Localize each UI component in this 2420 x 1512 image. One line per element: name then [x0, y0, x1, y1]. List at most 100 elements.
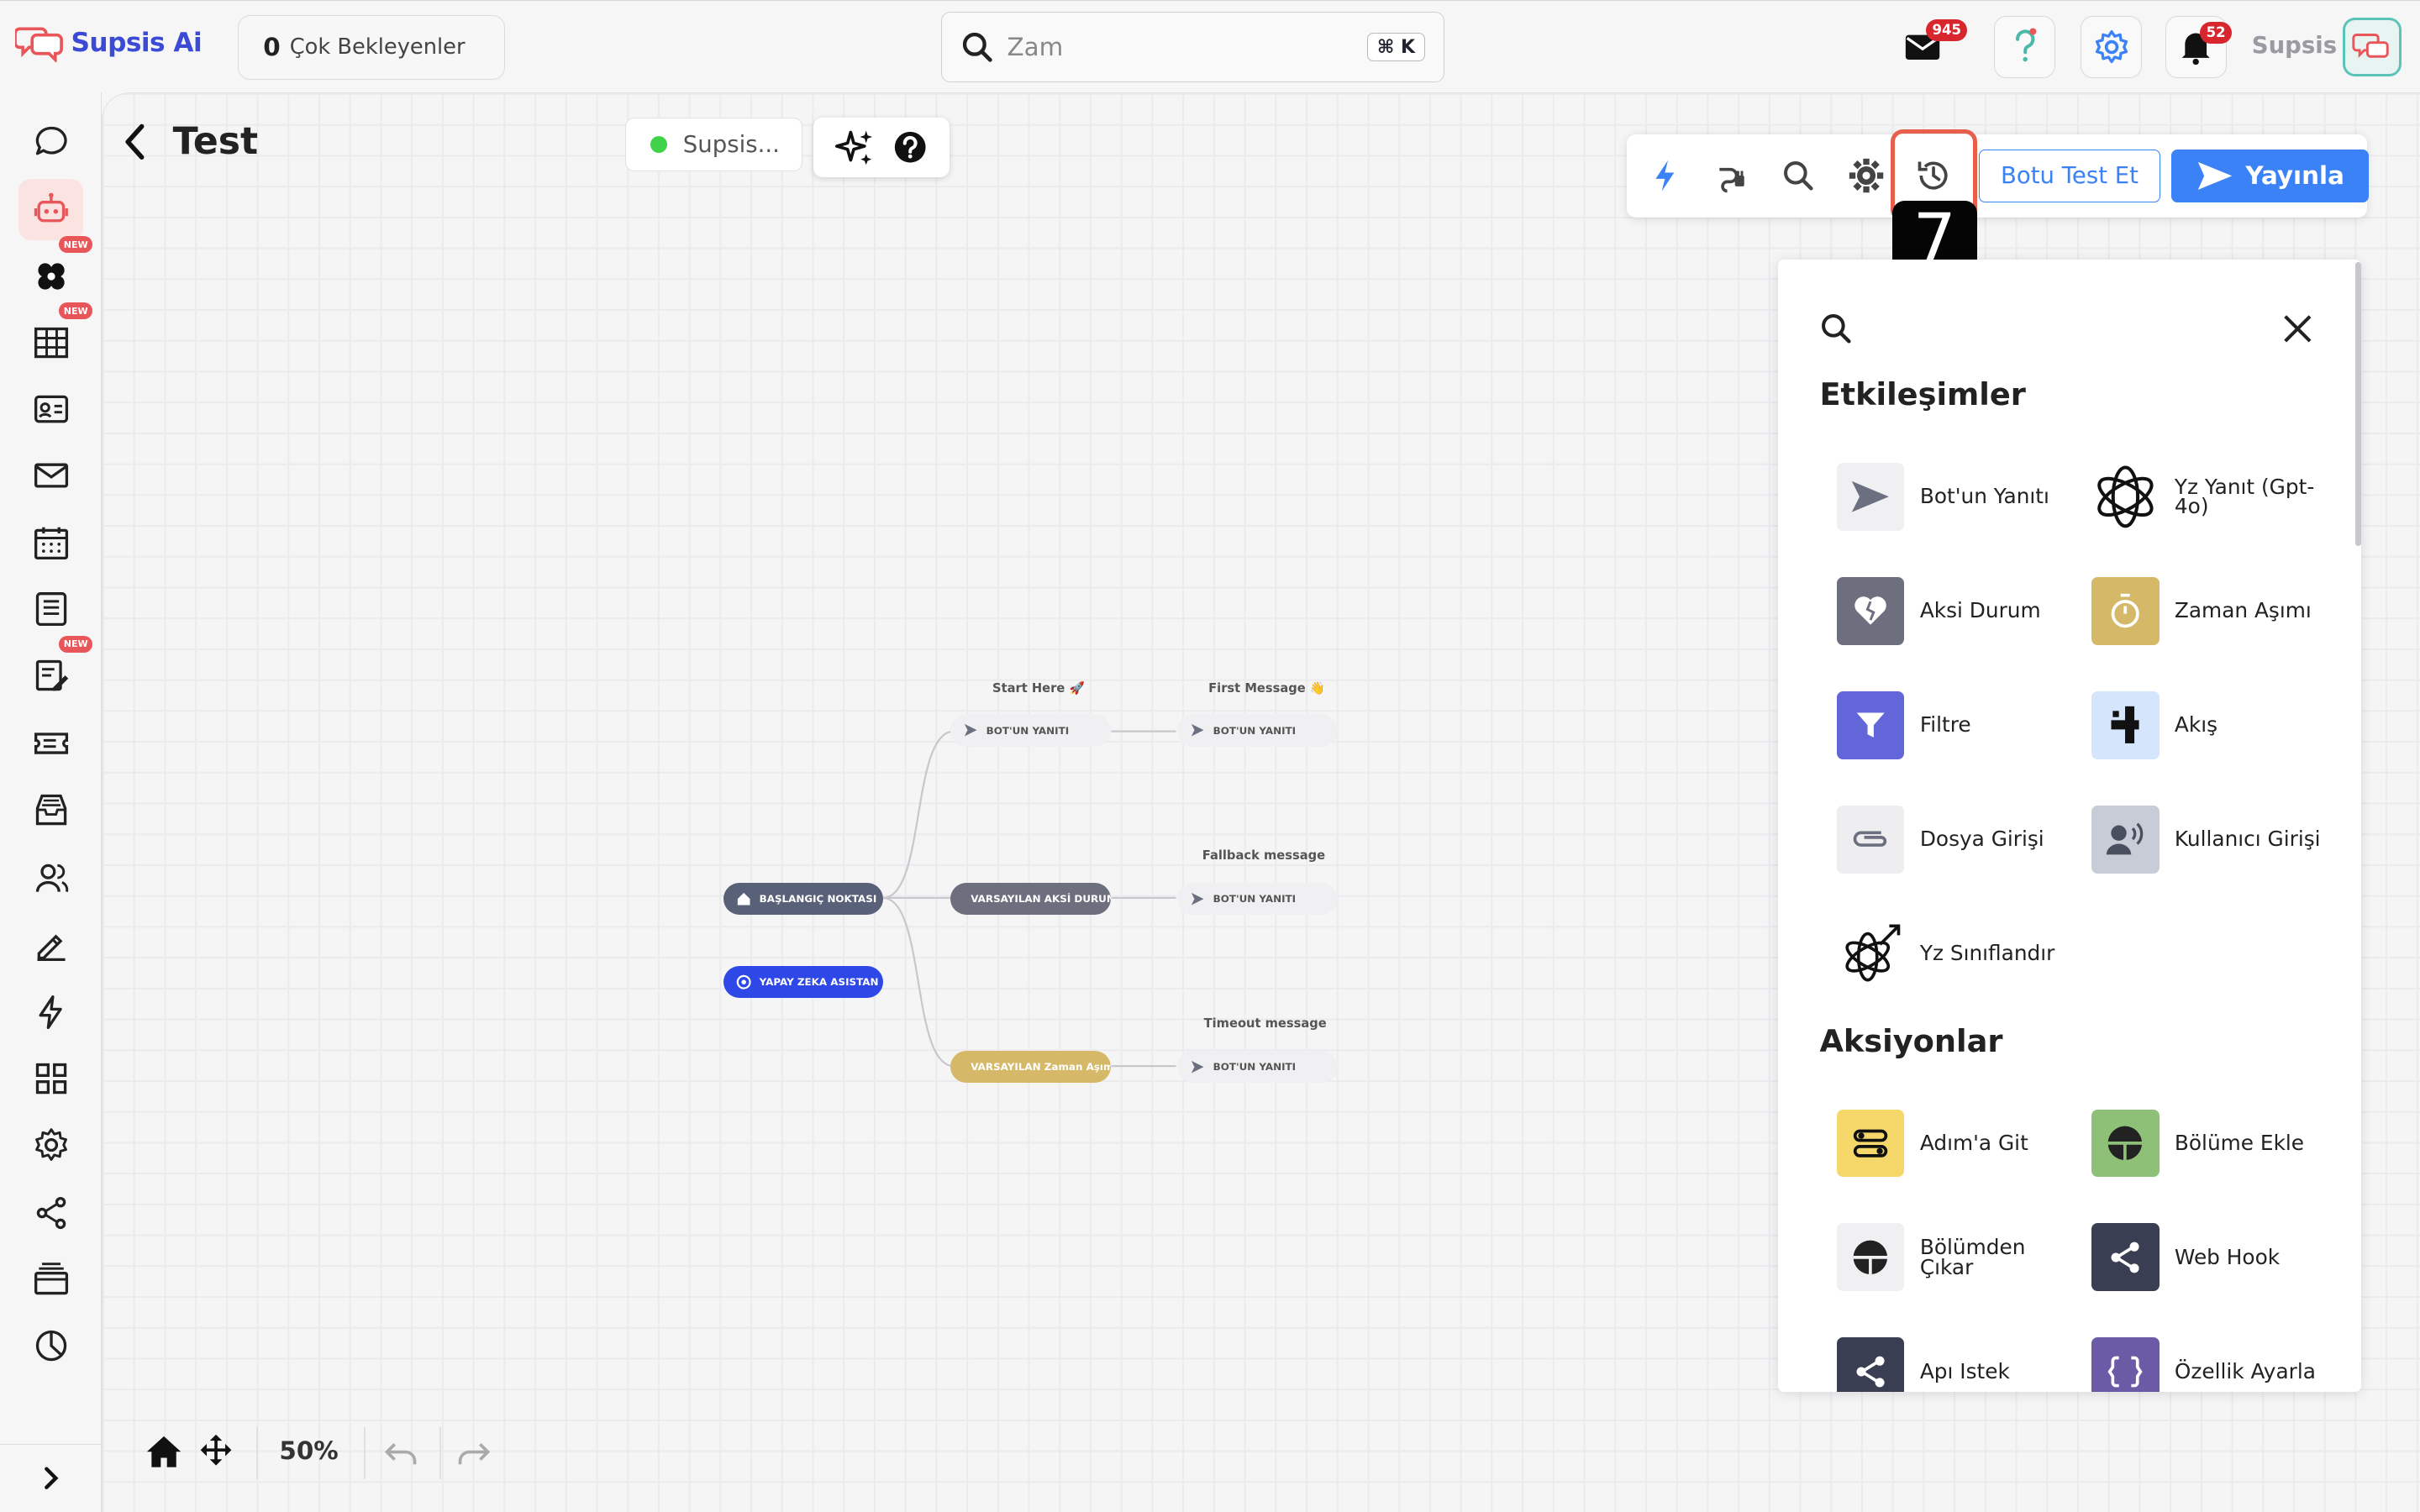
flow-node-bot-reply-1[interactable]: BOT'UN YANITI [950, 714, 1112, 747]
inbox-icon [35, 795, 66, 826]
sidebar-item-calendar[interactable] [18, 512, 83, 574]
app-logo[interactable]: Supsis Ai [15, 23, 203, 63]
help-circle-icon[interactable] [893, 130, 927, 164]
component-file-input[interactable]: Dosya Girişi [1836, 804, 2084, 874]
sidebar: NEW NEW NEW [0, 92, 103, 1512]
component-user-input[interactable]: Kullanıcı Girişi [2091, 804, 2338, 874]
component-bot-reply[interactable]: Bot'un Yanıtı [1836, 461, 2084, 532]
search-icon [1783, 161, 1813, 191]
quick-actions-button[interactable] [1639, 150, 1691, 202]
bot-settings-button[interactable] [1839, 150, 1891, 202]
actions-title: Aksiyonlar [1819, 1022, 2003, 1059]
sidebar-item-forms[interactable]: NEW [18, 635, 93, 706]
sidebar-item-share[interactable] [18, 1182, 83, 1243]
toolbar-search-button[interactable] [1772, 150, 1824, 202]
move-arrows-icon[interactable] [197, 1433, 234, 1470]
zoom-level[interactable]: 50% [279, 1436, 339, 1465]
history-icon [1918, 161, 1948, 190]
pending-count: 0 [263, 33, 281, 62]
sidebar-item-users[interactable] [18, 847, 83, 908]
test-bot-button[interactable]: Botu Test Et [1978, 150, 2161, 202]
redo-icon[interactable] [455, 1438, 492, 1469]
pending-label: Çok Bekleyenler [289, 34, 466, 60]
voice-user-icon [2107, 822, 2144, 855]
zoom-controls: 50% [124, 1415, 509, 1492]
home-icon[interactable] [145, 1435, 182, 1468]
sidebar-item-table[interactable]: NEW [18, 302, 93, 373]
component-flow[interactable]: Akış [2091, 690, 2338, 760]
sidebar-item-inbox[interactable] [18, 780, 83, 841]
search-icon[interactable] [1819, 312, 1853, 345]
flow-node-fallback[interactable]: VARSAYILAN AKSİ DURUM [950, 882, 1112, 916]
sparkles-icon[interactable] [834, 128, 876, 168]
chevron-right-icon [44, 1467, 59, 1490]
publish-button[interactable]: Yayınla [2171, 150, 2370, 202]
mail-button[interactable]: 945 [1892, 16, 1968, 77]
component-fallback[interactable]: Aksi Durum [1836, 575, 2084, 646]
settings-icon [34, 1127, 67, 1161]
notification-badge: 52 [2200, 21, 2232, 44]
gear-icon [2095, 30, 2128, 64]
component-ai-reply[interactable]: Yz Yanıt (Gpt-4o) [2091, 461, 2338, 532]
sidebar-item-cards[interactable] [18, 1248, 83, 1310]
list-icon [35, 592, 66, 627]
flow-node-timeout[interactable]: VARSAYILAN Zaman Aşımı [950, 1050, 1112, 1084]
sidebar-item-mail[interactable] [18, 444, 83, 506]
component-set-attribute[interactable]: Özellik Ayarla [2091, 1336, 2338, 1392]
sidebar-item-list[interactable] [18, 579, 83, 640]
mail-icon [1906, 34, 1940, 60]
flow-node-bot-reply-3[interactable]: BOT'UN YANITI [1177, 882, 1339, 916]
search-input[interactable]: Zam [1007, 33, 1064, 62]
form-edit-icon [35, 660, 68, 691]
sidebar-expand-button[interactable] [0, 1444, 103, 1512]
send-icon [1191, 724, 1204, 738]
bot-status-label: Supsis... [682, 130, 780, 158]
share-icon [36, 1196, 66, 1229]
back-arrow-icon[interactable] [120, 122, 151, 162]
global-search[interactable]: Zam ⌘ K [941, 11, 1445, 83]
sidebar-item-settings[interactable] [18, 1114, 83, 1175]
divider [364, 1426, 366, 1480]
component-filter[interactable]: Filtre [1836, 690, 2084, 760]
component-remove-segment[interactable]: Bölümden Çıkar [1836, 1222, 2084, 1293]
component-api-request[interactable]: Apı Istek [1836, 1336, 2084, 1392]
history-button[interactable] [1907, 150, 1960, 202]
sidebar-item-tickets[interactable] [18, 713, 83, 774]
flow-node-bot-reply-4[interactable]: BOT'UN YANITI [1177, 1050, 1339, 1084]
send-icon [1191, 892, 1204, 906]
undo-icon[interactable] [382, 1438, 419, 1469]
close-icon[interactable] [2282, 313, 2313, 344]
bot-status-dropdown[interactable]: Supsis... [624, 117, 803, 171]
assist-tools [813, 117, 950, 178]
component-timeout[interactable]: Zaman Aşımı [2091, 575, 2338, 646]
sidebar-item-contacts[interactable] [18, 378, 83, 439]
panel-scrollbar[interactable] [2354, 262, 2362, 547]
component-web-hook[interactable]: Web Hook [2091, 1222, 2338, 1293]
user-name[interactable]: Supsis [2251, 31, 2338, 59]
flow-node-bot-reply-2[interactable]: BOT'UN YANITI [1177, 714, 1339, 747]
component-goto-step[interactable]: Adım'a Git [1836, 1108, 2084, 1179]
sidebar-item-apps[interactable] [18, 1047, 83, 1109]
flow-node-start[interactable]: BAŞLANGIÇ NOKTASI [723, 882, 883, 916]
flow-icon [2111, 706, 2139, 744]
avatar[interactable] [2343, 18, 2402, 76]
component-ai-classify[interactable]: Yz Sınıflandır [1836, 918, 2084, 989]
pencil-icon [37, 934, 66, 962]
notifications-button[interactable]: 52 [2165, 16, 2232, 78]
sidebar-item-reports[interactable] [18, 1315, 83, 1376]
node-label-start-here: Start Here 🚀 [992, 680, 1085, 696]
component-add-segment[interactable]: Bölüme Ekle [2091, 1108, 2338, 1179]
pending-chats-button[interactable]: 0 Çok Bekleyenler [237, 14, 505, 80]
sidebar-item-chats[interactable] [18, 111, 83, 172]
integrations-button[interactable] [1706, 150, 1758, 202]
sidebar-item-automation[interactable] [18, 981, 83, 1042]
openai-icon [736, 974, 751, 990]
flow-node-ai-assistant[interactable]: YAPAY ZEKA ASISTAN [723, 965, 883, 999]
sidebar-item-bots[interactable] [18, 179, 84, 241]
help-button[interactable] [1994, 16, 2056, 78]
settings-button[interactable] [2080, 16, 2143, 78]
sidebar-item-flower[interactable]: NEW [18, 236, 93, 307]
chat-bubble-icon [35, 126, 67, 155]
new-badge: NEW [59, 302, 93, 320]
sidebar-item-edit[interactable] [18, 913, 83, 974]
